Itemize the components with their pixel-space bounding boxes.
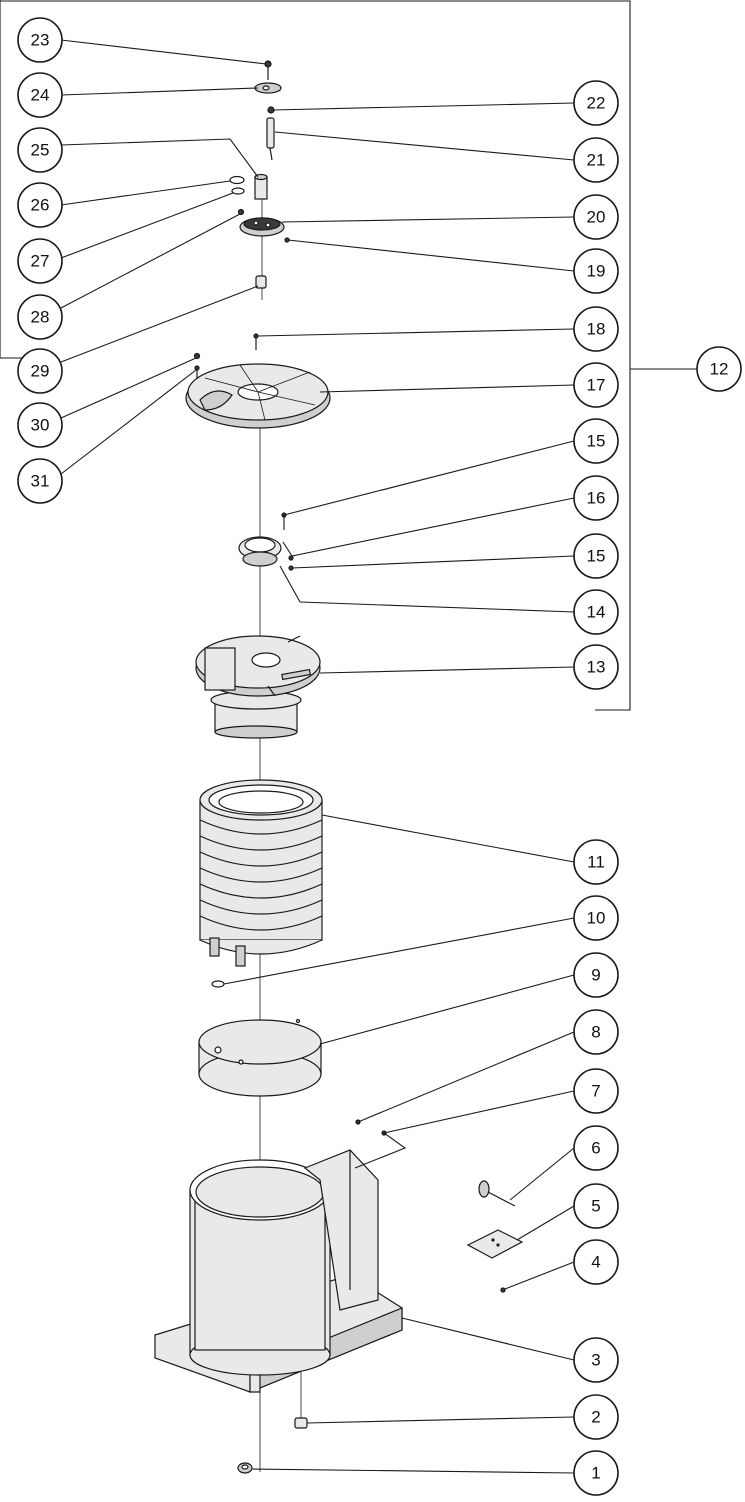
callout-16-label: 16 [587,489,606,508]
part-25-sleeve [254,173,268,200]
callout-9-label: 9 [591,966,600,985]
callout-26: 26 [17,182,63,228]
part-10-o-ring [211,980,225,988]
callout-17: 17 [573,362,619,408]
callout-20: 20 [573,194,619,240]
callout-31-label: 31 [31,472,50,491]
callout-23-label: 23 [31,31,50,50]
callout-27: 27 [17,238,63,284]
callout-3-label: 3 [591,1351,600,1370]
callout-12: 12 [696,346,742,392]
part-11-heat-exchanger-coil [199,779,323,967]
part-17-cover-disc [185,363,331,429]
callout-29-label: 29 [31,362,50,381]
part-1-nut [237,1462,253,1474]
callout-8-label: 8 [591,1023,600,1042]
callout-18: 18 [573,306,619,352]
callout-31: 31 [17,458,63,504]
callout-14: 14 [573,589,619,635]
part-30-screw [193,352,201,360]
leader-lines [60,39,575,1474]
part-5-gasket [466,1229,524,1259]
callout-15-lower-label: 15 [587,547,606,566]
part-2-foot [294,1372,308,1429]
callout-30-label: 30 [31,416,50,435]
callout-10-label: 10 [587,909,606,928]
part-26-washer [229,175,245,185]
part-9-base-puck [198,1018,322,1097]
callout-24-label: 24 [31,86,50,105]
callout-26-label: 26 [31,196,50,215]
callout-15-upper-label: 15 [587,432,606,451]
part-24-clamp [254,82,282,94]
callout-6-label: 6 [591,1139,600,1158]
part-20-burner-plate [239,217,285,237]
part-6-bolt [478,1180,516,1207]
callout-17-label: 17 [587,376,606,395]
callout-2: 2 [573,1394,619,1440]
part-27-washer [231,187,245,195]
part-16-clip [288,555,294,561]
callout-8: 8 [573,1009,619,1055]
callout-12-label: 12 [710,360,729,379]
part-28-screw [237,208,245,216]
callout-14-label: 14 [587,603,606,622]
callout-18-label: 18 [587,320,606,339]
callout-19-label: 19 [587,262,606,281]
callout-1-label: 1 [591,1464,600,1483]
callout-25-label: 25 [31,141,50,160]
callout-1: 1 [573,1450,619,1496]
callout-5-label: 5 [591,1197,600,1216]
callout-7: 7 [573,1068,619,1114]
callout-13-label: 13 [587,658,606,677]
callout-9: 9 [573,952,619,998]
callout-10: 10 [573,895,619,941]
callout-29: 29 [17,348,63,394]
callout-4: 4 [573,1239,619,1285]
callout-5: 5 [573,1183,619,1229]
callout-3: 3 [573,1337,619,1383]
callout-27-label: 27 [31,252,50,271]
callout-22-label: 22 [587,94,606,113]
callout-7-label: 7 [591,1082,600,1101]
callout-13: 13 [573,644,619,690]
callout-21-label: 21 [587,151,606,170]
part-13-burner-housing [195,635,321,739]
callout-28-label: 28 [31,308,50,327]
callout-25: 25 [17,127,63,173]
callout-30: 30 [17,402,63,448]
callout-15-upper: 15 [573,418,619,464]
callout-4-label: 4 [591,1253,600,1272]
callout-22: 22 [573,80,619,126]
callout-19: 19 [573,248,619,294]
callout-11-label: 11 [587,853,605,872]
callout-23: 23 [17,17,63,63]
callout-24: 24 [17,72,63,118]
callout-20-label: 20 [587,208,606,227]
callout-28: 28 [17,294,63,340]
part-3-base-frame [154,1149,403,1393]
part-18-pin [253,333,259,350]
part-14-ring [238,536,282,567]
callout-2-label: 2 [591,1408,600,1427]
part-4-screw [500,1287,506,1293]
callout-15-lower: 15 [573,533,619,579]
callout-16: 16 [573,475,619,521]
callout-21: 21 [573,137,619,183]
callout-11: 11 [573,839,619,885]
part-29-nozzle [255,275,267,289]
callout-6: 6 [573,1125,619,1171]
part-21-electrode [266,117,275,161]
